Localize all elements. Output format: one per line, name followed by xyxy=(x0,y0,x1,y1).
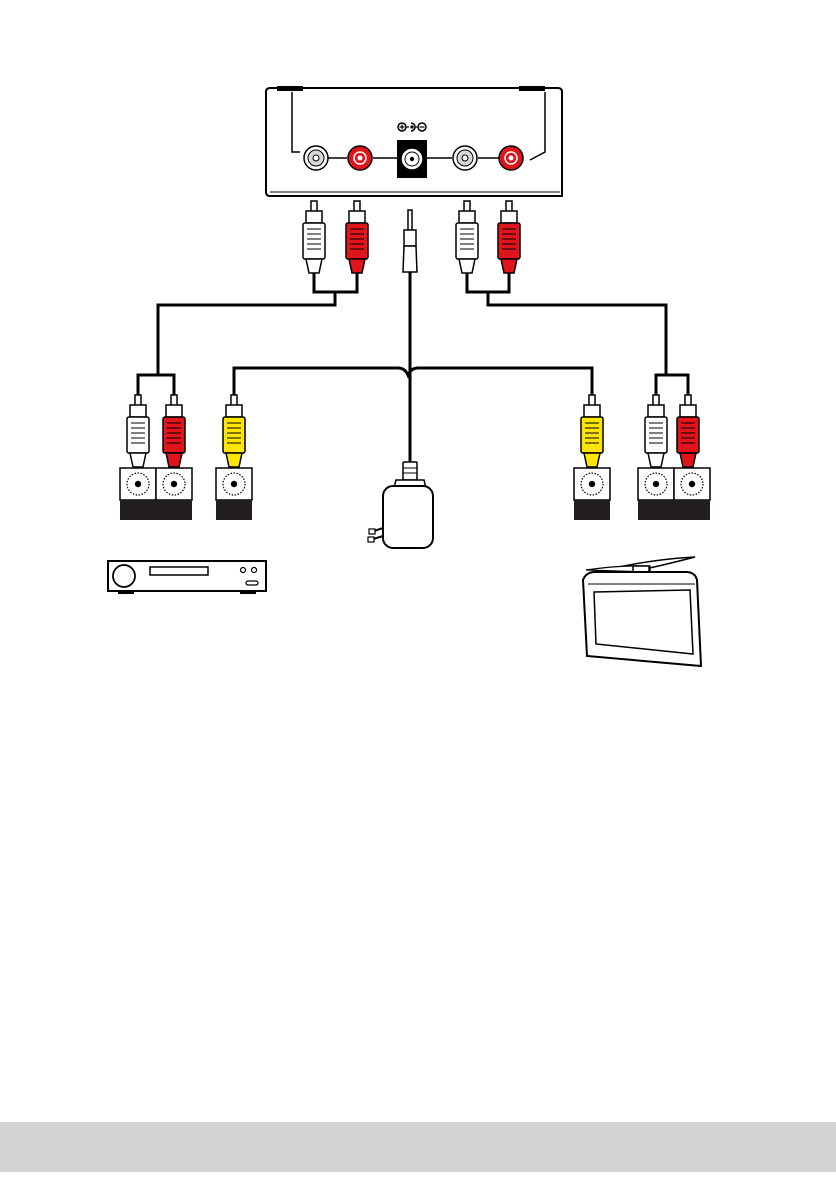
device-foot xyxy=(277,86,303,91)
white-plug-device-left xyxy=(303,201,325,273)
red-jack-left xyxy=(348,146,372,170)
cable-lines xyxy=(138,272,688,462)
wall-power-adapter-icon xyxy=(368,462,433,548)
red-plug-receiver xyxy=(163,395,185,467)
receiver-video-socket xyxy=(216,468,252,520)
white-jack-left xyxy=(304,146,328,170)
tv-monitor-icon xyxy=(583,557,701,666)
dc-barrel-plug xyxy=(403,210,417,272)
footer-band xyxy=(0,1122,836,1172)
red-plug-device-right xyxy=(498,201,520,273)
tv-audio-sockets xyxy=(638,468,710,520)
red-jack-right xyxy=(499,146,523,170)
yellow-plug-receiver xyxy=(223,395,245,467)
av-receiver-icon xyxy=(108,561,266,594)
tv-video-socket xyxy=(574,468,610,520)
red-plug-device-left xyxy=(346,201,368,273)
dc-power-jack xyxy=(397,140,427,178)
yellow-plug-tv xyxy=(581,395,603,467)
receiver-audio-sockets xyxy=(120,468,192,520)
av-switch-device xyxy=(266,86,562,196)
device-foot xyxy=(519,86,545,91)
white-jack-right xyxy=(453,146,477,170)
white-plug-tv xyxy=(645,395,667,467)
white-plug-device-right xyxy=(456,201,478,273)
connection-diagram xyxy=(0,0,836,1120)
red-plug-tv xyxy=(677,395,699,467)
white-plug-receiver xyxy=(127,395,149,467)
